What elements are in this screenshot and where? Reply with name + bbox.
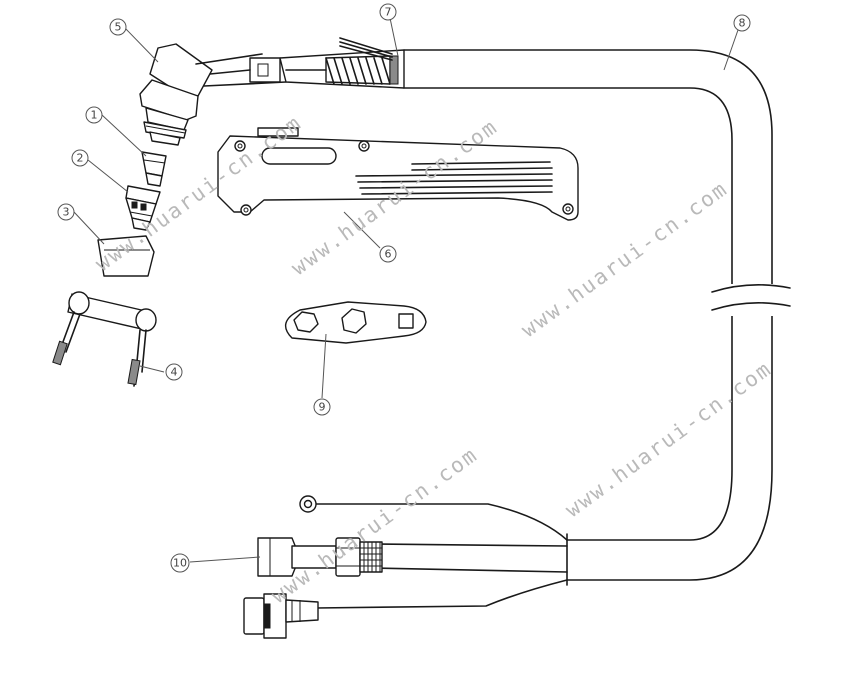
- torch-head: [139, 43, 287, 146]
- callout-6: 6: [379, 245, 397, 263]
- circle-guide-spacer: [52, 291, 157, 387]
- svg-text:7: 7: [385, 6, 392, 19]
- svg-text:2: 2: [77, 152, 84, 165]
- callout-4: 4: [165, 363, 183, 381]
- callout-7: 7: [379, 3, 397, 21]
- spring-coil: [325, 57, 391, 85]
- callout-3: 3: [57, 203, 75, 221]
- knurled-nut: [359, 541, 383, 573]
- svg-text:8: 8: [739, 17, 746, 30]
- callout-10: 10: [170, 553, 190, 573]
- callout-5: 5: [109, 18, 127, 36]
- handle-grip-ribs: [355, 161, 553, 195]
- spanner-wrench: [284, 301, 427, 344]
- callout-2: 2: [71, 149, 89, 167]
- shield-cup: [97, 235, 155, 277]
- rear-connectors: [243, 495, 568, 639]
- svg-text:4: 4: [171, 366, 178, 379]
- svg-text:10: 10: [173, 557, 187, 570]
- svg-text:9: 9: [319, 401, 326, 414]
- electrode: [141, 151, 167, 187]
- callout-1: 1: [85, 106, 103, 124]
- nozzle-tip: [125, 185, 161, 231]
- svg-text:5: 5: [115, 21, 122, 34]
- cable-hose: [403, 49, 796, 586]
- leader-lines: [73, 17, 739, 563]
- watermark: www.huarui-cn.com: [561, 356, 777, 522]
- callout-9: 9: [313, 398, 331, 416]
- svg-text:1: 1: [91, 109, 98, 122]
- handle-shell: [217, 127, 579, 221]
- watermark: www.huarui-cn.com: [267, 442, 483, 608]
- svg-text:6: 6: [385, 248, 392, 261]
- callout-8: 8: [733, 14, 751, 32]
- rear-handle-spring: [279, 37, 405, 89]
- svg-text:3: 3: [63, 206, 70, 219]
